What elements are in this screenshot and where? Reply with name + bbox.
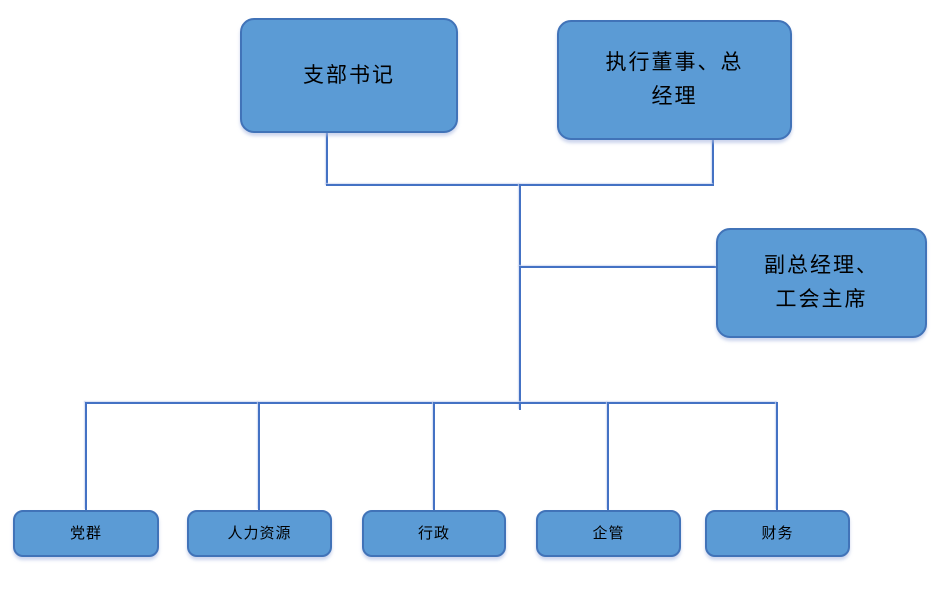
node-dept-enterprise-management-label: 企管 <box>592 524 625 542</box>
node-dept-administration[interactable]: 行政 <box>362 510 506 557</box>
connector-main-trunk <box>519 184 521 410</box>
node-dept-finance[interactable]: 财务 <box>705 510 850 557</box>
connector-dept-finance-down <box>776 402 778 510</box>
connector-branch-secretary-down <box>326 133 328 186</box>
node-deputy-gm-union-chair-label: 副总经理、 工会主席 <box>764 254 879 311</box>
node-dept-human-resources-label: 人力资源 <box>227 524 292 542</box>
connector-dept-party-masses-down <box>85 402 87 510</box>
node-branch-secretary-label: 支部书记 <box>303 63 395 87</box>
node-dept-party-masses[interactable]: 党群 <box>13 510 159 557</box>
node-dept-finance-label: 财务 <box>761 524 794 542</box>
node-executive-director-gm-label: 执行董事、总 经理 <box>605 51 744 108</box>
connector-to-deputy-gm <box>519 266 716 268</box>
connector-executive-director-down <box>712 140 714 186</box>
node-dept-party-masses-label: 党群 <box>69 524 102 542</box>
connector-bottom-rail <box>85 402 778 404</box>
node-executive-director-gm[interactable]: 执行董事、总 经理 <box>557 20 792 140</box>
node-deputy-gm-union-chair[interactable]: 副总经理、 工会主席 <box>716 228 927 338</box>
connector-dept-admin-down <box>433 402 435 510</box>
node-dept-enterprise-management[interactable]: 企管 <box>536 510 681 557</box>
connector-dept-enterprise-mgmt-down <box>607 402 609 510</box>
node-dept-administration-label: 行政 <box>417 524 450 542</box>
node-dept-human-resources[interactable]: 人力资源 <box>187 510 332 557</box>
node-branch-secretary[interactable]: 支部书记 <box>240 18 458 133</box>
connector-dept-hr-down <box>258 402 260 510</box>
